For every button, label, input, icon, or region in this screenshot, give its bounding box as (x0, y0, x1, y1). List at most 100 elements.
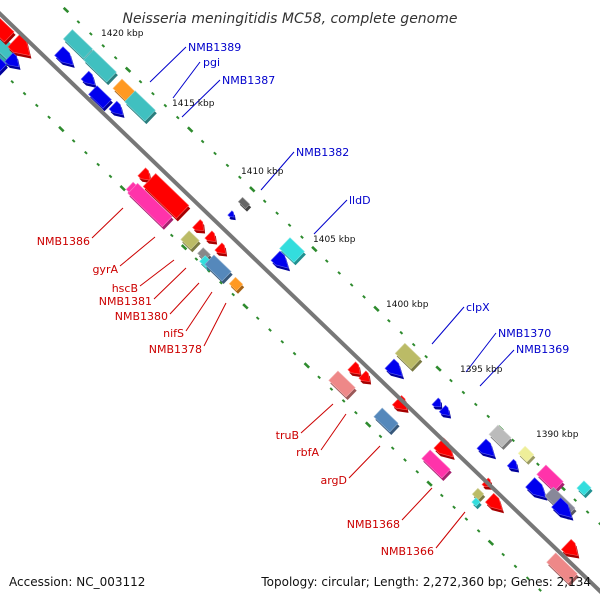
gene-arrow[interactable] (384, 358, 403, 377)
gene-block[interactable] (328, 370, 356, 398)
gene-block[interactable] (517, 445, 535, 463)
scale-tick (225, 163, 230, 168)
gene-block[interactable] (142, 173, 190, 219)
scale-tick (426, 480, 433, 487)
gene-leader-line (260, 151, 295, 191)
gene-arrow[interactable] (270, 250, 289, 269)
gene-leader-line (465, 332, 497, 373)
scale-tick (213, 151, 217, 156)
scale-tick (231, 292, 236, 297)
gene-arrow[interactable] (391, 395, 408, 411)
gene-arrow[interactable] (560, 538, 579, 556)
scale-tick (403, 458, 407, 462)
scale-tick (362, 295, 366, 299)
gene-leader-line (401, 487, 433, 521)
scale-tick (303, 362, 311, 369)
gene-label-clpx[interactable]: clpX (466, 301, 490, 314)
scale-tick (324, 259, 329, 263)
gene-label-nmb1369[interactable]: NMB1369 (516, 343, 569, 356)
gene-arrow[interactable] (204, 230, 216, 242)
gene-label-nmb1382[interactable]: NMB1382 (296, 146, 349, 159)
gene-block[interactable] (0, 17, 15, 43)
gene-arrow[interactable] (137, 167, 151, 181)
gene-label-hscb[interactable]: hscB (112, 282, 138, 295)
scale-tick (300, 235, 304, 239)
scale-tick (354, 410, 358, 415)
scale-tick (573, 498, 578, 502)
gene-block[interactable] (279, 237, 305, 263)
gene-label-argd[interactable]: argD (320, 474, 347, 487)
gene-arrow[interactable] (80, 70, 96, 86)
scale-tick (598, 522, 600, 526)
gene-arrow[interactable] (108, 100, 124, 116)
scale-tick (180, 244, 188, 251)
gene-block[interactable] (180, 230, 200, 250)
gene-arrow[interactable] (227, 210, 235, 218)
scale-tick (219, 280, 223, 285)
gene-arrow[interactable] (506, 458, 518, 470)
gene-block[interactable] (204, 254, 232, 282)
gene-label-lldd[interactable]: lldD (349, 194, 371, 207)
gene-block[interactable] (421, 449, 451, 479)
gene-block[interactable] (576, 480, 592, 496)
scale-tick (138, 79, 143, 84)
gene-label-trub[interactable]: truB (276, 429, 299, 442)
scale-tick (337, 271, 342, 275)
gene-arrow[interactable] (192, 219, 204, 231)
gene-label-nmb1370[interactable]: NMB1370 (498, 327, 551, 340)
gene-arrow[interactable] (484, 492, 503, 511)
gene-label-nifs[interactable]: nifS (163, 327, 184, 340)
gene-label-rbfa[interactable]: rbfA (296, 446, 319, 459)
gene-arrow[interactable] (431, 397, 442, 408)
gene-block[interactable] (237, 196, 251, 210)
gene-leader-line (203, 302, 227, 347)
gene-block[interactable] (471, 497, 481, 507)
gene-block[interactable] (373, 407, 399, 433)
gene-arrow[interactable] (347, 361, 361, 375)
scale-tick (329, 387, 334, 391)
scale-tick (349, 283, 354, 287)
scale-tick (47, 115, 51, 120)
map-title: Neisseria meningitidis MC58, complete ge… (122, 11, 457, 27)
gene-block[interactable] (62, 29, 94, 59)
accession-text: Accession: NC_003112 (9, 575, 145, 589)
gene-arrow[interactable] (358, 370, 370, 382)
gene-block[interactable] (127, 182, 173, 228)
gene-block[interactable] (228, 276, 244, 292)
gene-label-nmb1386[interactable]: NMB1386 (37, 235, 90, 248)
gene-block[interactable] (488, 424, 512, 448)
gene-block[interactable] (394, 342, 422, 370)
scale-tick (151, 91, 155, 96)
scale-tick (34, 103, 39, 108)
scale-tick (62, 6, 70, 14)
gene-arrow[interactable] (551, 497, 573, 519)
topology-text: Topology: circular; Length: 2,272,360 bp… (260, 575, 591, 589)
gene-arrow[interactable] (54, 46, 74, 66)
gene-label-nmb1366[interactable]: NMB1366 (381, 545, 434, 558)
scale-tick (10, 79, 15, 84)
kbp-marker-label: 1400 kbp (386, 300, 429, 310)
gene-label-nmb1380[interactable]: NMB1380 (115, 310, 168, 323)
scale-tick (424, 354, 428, 359)
gene-block[interactable] (546, 552, 578, 584)
gene-arrow[interactable] (214, 242, 226, 254)
gene-label-nmb1378[interactable]: NMB1378 (149, 343, 202, 356)
gene-block[interactable] (0, 51, 7, 74)
scale-tick (96, 162, 101, 167)
gene-label-nmb1389[interactable]: NMB1389 (188, 41, 241, 54)
gene-block[interactable] (83, 49, 117, 83)
gene-arrow[interactable] (525, 477, 547, 499)
gene-arrow[interactable] (4, 52, 20, 68)
gene-leader-line (181, 79, 221, 118)
gene-arrow[interactable] (476, 438, 495, 457)
scale-tick (113, 55, 118, 60)
gene-label-pgi[interactable]: pgi (203, 56, 220, 69)
gene-label-nmb1387[interactable]: NMB1387 (222, 74, 275, 87)
gene-block[interactable] (124, 90, 156, 122)
gene-label-nmb1381[interactable]: NMB1381 (99, 295, 152, 308)
gene-label-gyra[interactable]: gyrA (92, 263, 118, 276)
gene-arrow[interactable] (438, 404, 450, 416)
gene-block[interactable] (88, 85, 112, 109)
scale-tick (461, 390, 466, 395)
gene-label-nmb1368[interactable]: NMB1368 (347, 518, 400, 531)
